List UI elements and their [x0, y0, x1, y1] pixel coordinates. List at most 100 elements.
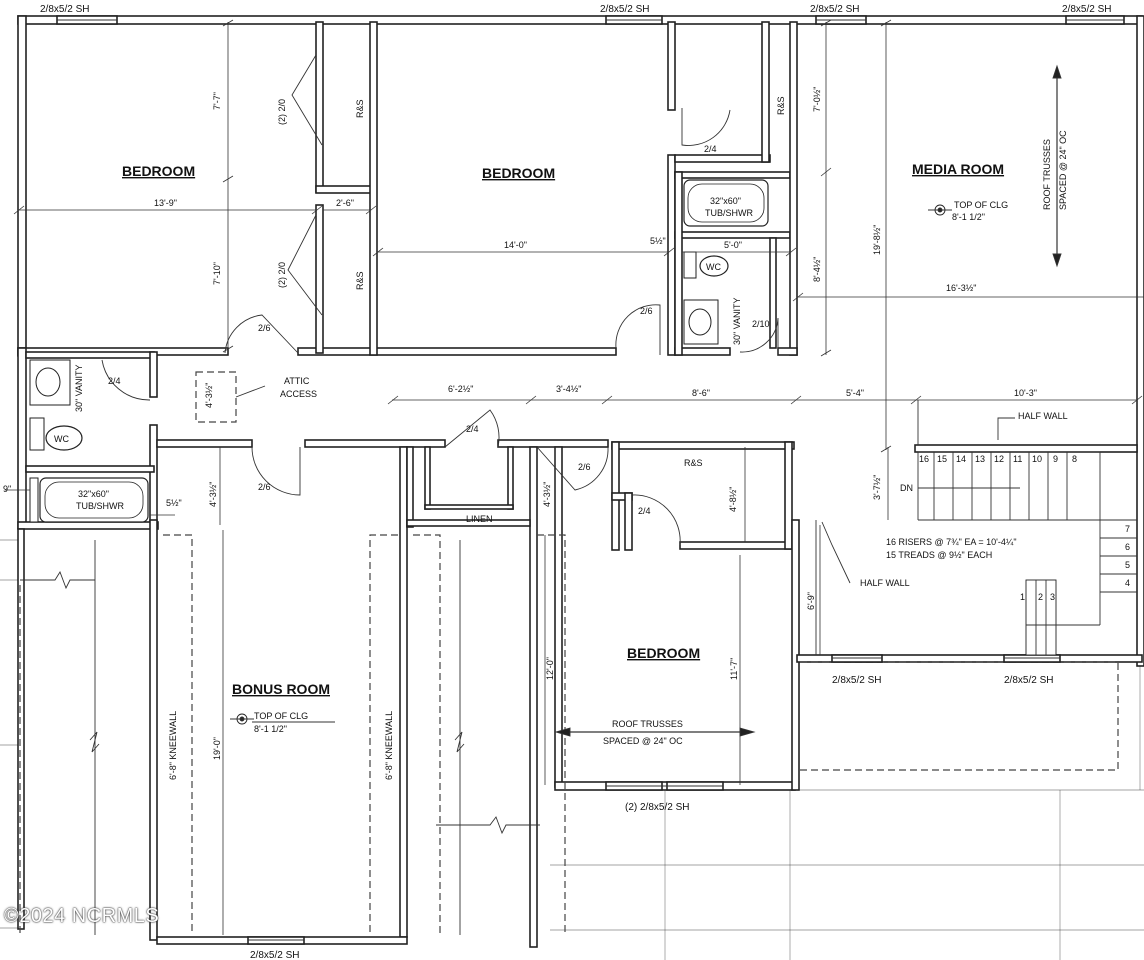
stair-number: 11	[1013, 454, 1022, 464]
attic-note: ACCESS	[280, 389, 317, 399]
dimension-label: 5'-4"	[846, 388, 864, 398]
stair-number: 6	[1125, 542, 1130, 552]
dimension-label: 2'-6"	[336, 198, 354, 208]
dimension-label: 4'-3½"	[208, 482, 218, 507]
dimension-label: 5'-0"	[724, 240, 742, 250]
stair-number: 12	[994, 454, 1004, 464]
dimension-label: 11'-7"	[729, 658, 739, 680]
tub-note: 32"x60"	[78, 489, 109, 499]
dimension-label: 3'-7½"	[872, 475, 882, 500]
window-label: 2/8x5/2 SH	[40, 4, 89, 15]
room-label-bedroom-3: BEDROOM	[627, 645, 700, 661]
window-label: 2/8x5/2 SH	[250, 950, 299, 960]
watermark: ©2024 NCRMLS	[4, 905, 160, 927]
dimension-label: 6'-9"	[806, 592, 816, 610]
wc-note: WC	[54, 434, 69, 444]
dimension-label: 19'-8½"	[872, 225, 882, 255]
walls	[17, 15, 1144, 948]
stair-number: 15	[937, 454, 947, 464]
stair-number: 14	[956, 454, 966, 464]
dimension-label: 9"	[3, 484, 11, 494]
dimension-label: 8'-6"	[692, 388, 710, 398]
door-label: 2/10	[752, 319, 770, 329]
linen-note: LINEN	[466, 514, 493, 524]
stair-number: 13	[975, 454, 985, 464]
stair-down-note: DN	[900, 483, 913, 493]
stair-numbers-right: 7 6 5 4	[1125, 524, 1130, 588]
stair-number: 3	[1050, 592, 1055, 602]
door-label: 2/6	[258, 323, 271, 333]
wc-note: WC	[706, 262, 721, 272]
stair-number: 10	[1032, 454, 1042, 464]
door-swings	[101, 108, 779, 546]
closet-door-note: (2) 2/0	[277, 262, 287, 288]
dimension-label: 7'-7"	[212, 92, 222, 110]
dimension-label: 12'-0"	[545, 657, 555, 680]
window-label: 2/8x5/2 SH	[810, 4, 859, 15]
dimension-label: 13'-9"	[154, 198, 177, 208]
dimension-label: 3'-4½"	[556, 384, 581, 394]
tub-note: TUB/SHWR	[705, 208, 753, 218]
door-label: 2/6	[640, 306, 653, 316]
truss-note: ROOF TRUSSES	[612, 719, 683, 729]
door-label: 2/4	[466, 424, 479, 434]
dimension-label: 10'-3"	[1014, 388, 1037, 398]
ceiling-note: TOP OF CLG	[254, 711, 308, 721]
tub-note: TUB/SHWR	[76, 501, 124, 511]
window-label: 2/8x5/2 SH	[600, 4, 649, 15]
window-label: 2/8x5/2 SH	[1062, 4, 1111, 15]
half-wall-note: HALF WALL	[860, 578, 910, 588]
stairs	[815, 400, 1138, 656]
dimension-label: 5½"	[166, 498, 182, 508]
bifold-doors	[287, 54, 323, 316]
room-label-bedroom-1: BEDROOM	[122, 163, 195, 179]
ceiling-note: 8'-1 1/2"	[254, 724, 287, 734]
truss-note: SPACED @ 24" OC	[1058, 130, 1068, 210]
half-wall-note: HALF WALL	[1018, 411, 1068, 421]
rod-shelf-note: R&S	[776, 96, 786, 115]
stair-number: 4	[1125, 578, 1130, 588]
truss-note: ROOF TRUSSES	[1042, 139, 1052, 210]
stair-number: 8	[1072, 454, 1077, 464]
door-label: 2/4	[704, 144, 717, 154]
rod-shelf-note: R&S	[684, 458, 703, 468]
door-label: 2/6	[258, 482, 271, 492]
door-label: 2/4	[638, 506, 651, 516]
stair-number: 9	[1053, 454, 1058, 464]
truss-note: SPACED @ 24" OC	[603, 736, 683, 746]
window-label: (2) 2/8x5/2 SH	[625, 802, 689, 813]
door-label: 2/4	[108, 376, 121, 386]
dimension-label: 4'-8½"	[728, 487, 738, 512]
kneewall-lines	[19, 534, 1119, 935]
windows	[56, 15, 1125, 945]
kneewall-note: 6'-8" KNEEWALL	[384, 711, 394, 780]
attic-note: ATTIC	[284, 376, 310, 386]
room-label-bonus-room: BONUS ROOM	[232, 681, 330, 697]
rod-shelf-note: R&S	[355, 99, 365, 118]
stair-number: 2	[1038, 592, 1043, 602]
dimension-label: 19'-0"	[212, 737, 222, 760]
vanity-note: 30" VANITY	[732, 297, 742, 345]
room-label-bedroom-2: BEDROOM	[482, 165, 555, 181]
ceiling-note: TOP OF CLG	[954, 200, 1008, 210]
dimension-label: 16'-3½"	[946, 283, 976, 293]
text-labels: 2/8x5/2 SH 2/8x5/2 SH 2/8x5/2 SH 2/8x5/2…	[3, 4, 1130, 960]
leaders	[230, 64, 1062, 737]
dimension-label: 7'-0½"	[812, 87, 822, 112]
break-symbols	[20, 570, 540, 835]
dimension-label: 6'-2½"	[448, 384, 473, 394]
door-label: 2/6	[578, 462, 591, 472]
stair-number: 5	[1125, 560, 1130, 570]
window-label: 2/8x5/2 SH	[1004, 675, 1053, 686]
stair-number: 16	[919, 454, 929, 464]
dimension-label: 4'-3½"	[542, 482, 552, 507]
stair-number: 7	[1125, 524, 1130, 534]
dimension-label: 14'-0"	[504, 240, 527, 250]
stair-numbers-top: 16 15 14 13 12 11 10 9 8	[919, 454, 1077, 464]
treads-note: 15 TREADS @ 9½" EACH	[886, 550, 992, 560]
stair-numbers-bottom: 1 2 3	[1020, 592, 1055, 602]
dimension-lines	[5, 19, 1144, 935]
dimension-label: 8'-4½"	[812, 257, 822, 282]
risers-note: 16 RISERS @ 7¾" EA = 10'-4¼"	[886, 537, 1017, 547]
